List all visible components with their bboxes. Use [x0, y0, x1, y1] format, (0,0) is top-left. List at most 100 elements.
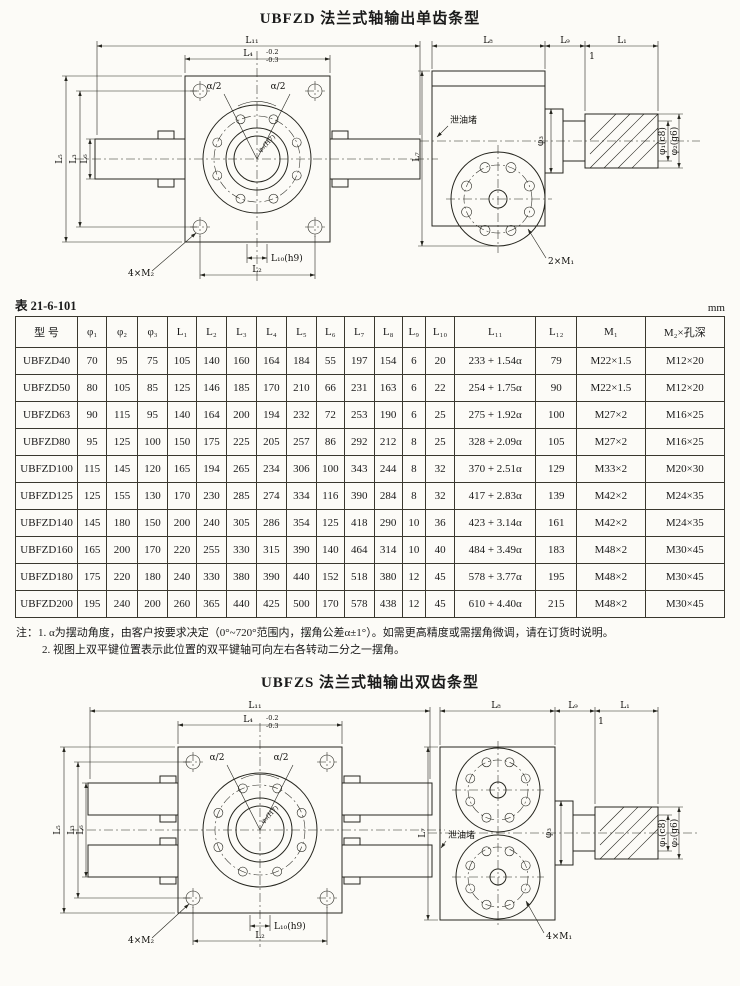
- note-line-1: 注：1. α为摆动角度，由客户按要求决定（0°~720°范围内，摆角公差α±1°…: [16, 627, 614, 639]
- dim-label-l4: L₄: [243, 715, 253, 725]
- value-cell: 194: [255, 401, 287, 429]
- value-cell: 330: [195, 563, 227, 591]
- column-header: 型 号: [14, 316, 79, 348]
- ubfzd-front-view: L₁₁ L₄ -0.2 -0.3 α/2 α/2 L₅ L₃ L₆ φ₃(H7)…: [55, 36, 438, 281]
- dim-label-l6: L₆: [76, 825, 86, 835]
- value-cell: 175: [195, 428, 227, 456]
- value-cell: 146: [195, 374, 227, 402]
- body-outline: [184, 75, 331, 243]
- value-cell: M33×2: [576, 455, 646, 483]
- value-cell: 22: [425, 374, 456, 402]
- ubfzs-drawing: L₁₁ L₄ -0.2 -0.3 α/2 α/2 L₅ L₃ L₆ φ₃(H7)…: [53, 701, 700, 948]
- value-cell: 160: [225, 347, 257, 375]
- value-cell: 390: [255, 563, 287, 591]
- value-cell: M42×2: [576, 509, 646, 537]
- value-cell: 80: [77, 374, 108, 402]
- ubfzs-front-view: L₁₁ L₄ -0.2 -0.3 α/2 α/2 L₅ L₃ L₆ φ₃(H7)…: [53, 701, 445, 948]
- value-cell: 231: [343, 374, 375, 402]
- value-cell: 100: [535, 401, 578, 429]
- dim-label-l7: L₇: [412, 152, 422, 162]
- value-cell: 140: [195, 347, 227, 375]
- value-cell: 105: [535, 428, 578, 456]
- value-cell: 170: [137, 536, 169, 564]
- value-cell: 215: [535, 590, 578, 618]
- column-header: L₈: [373, 316, 403, 348]
- column-header: M₂×孔深: [644, 316, 726, 348]
- value-cell: 210: [285, 374, 317, 402]
- value-cell: 183: [535, 536, 578, 564]
- column-header: L₇: [343, 316, 375, 348]
- value-cell: 195: [77, 590, 108, 618]
- value-cell: 55: [315, 347, 345, 375]
- value-cell: 95: [137, 401, 169, 429]
- value-cell: 170: [315, 590, 345, 618]
- tolerance-lower: -0.3: [266, 56, 279, 64]
- value-cell: 232: [285, 401, 317, 429]
- value-cell: 234: [255, 455, 287, 483]
- right-shaft: [330, 130, 421, 188]
- dim-label-l10: L₁₀(h9): [274, 921, 306, 932]
- tolerance-upper: -0.2: [266, 48, 279, 56]
- value-cell: 165: [77, 536, 108, 564]
- left-shafts: [87, 775, 178, 885]
- value-cell: 200: [137, 590, 169, 618]
- value-cell: 75: [137, 347, 169, 375]
- ubfzd-drawing: L₁₁ L₄ -0.2 -0.3 α/2 α/2 L₅ L₃ L₆ φ₃(H7)…: [55, 36, 700, 281]
- dim-label-l6: L₆: [80, 154, 90, 164]
- value-cell: 32: [425, 455, 456, 483]
- value-cell: 260: [167, 590, 197, 618]
- front-dimension-lines: [62, 41, 421, 279]
- angle-label-left: α/2: [210, 753, 225, 763]
- bolt-circle-centerline-bottom: [467, 846, 529, 908]
- value-cell: 150: [167, 428, 197, 456]
- column-header: φ₂: [106, 316, 139, 348]
- value-cell: 286: [255, 509, 287, 537]
- value-cell: 418: [343, 509, 375, 537]
- value-cell: 10: [401, 509, 427, 537]
- value-cell: 8: [401, 455, 427, 483]
- value-cell: 240: [106, 590, 139, 618]
- value-cell: 116: [315, 482, 345, 510]
- column-header: L₅: [285, 316, 317, 348]
- value-cell: 125: [315, 509, 345, 537]
- flange-bolt-circle: [461, 162, 535, 236]
- value-cell: 32: [425, 482, 456, 510]
- value-cell: 328 + 2.09α: [454, 428, 537, 456]
- notes: 注：1. α为摆动角度，由客户按要求决定（0°~720°范围内，摆角公差α±1°…: [16, 625, 724, 659]
- body-outline: [431, 70, 546, 247]
- value-cell: 145: [77, 509, 108, 537]
- value-cell: 274: [255, 482, 287, 510]
- front-view-labels: L₁₁ L₄ -0.2 -0.3 α/2 α/2 L₅ L₃ L₆ φ₃(H7)…: [55, 36, 303, 279]
- value-cell: 225: [225, 428, 257, 456]
- value-cell: 500: [285, 590, 317, 618]
- value-cell: 200: [167, 509, 197, 537]
- value-cell: 12: [401, 563, 427, 591]
- model-cell: UBFZD200: [14, 590, 79, 618]
- oil-plug-label: 泄油堵: [450, 114, 477, 126]
- dim-label-phi2: φ₂(g6): [669, 127, 680, 155]
- value-cell: 200: [106, 536, 139, 564]
- dim-label-l10: L₁₀(h9): [271, 253, 303, 264]
- dim-label-l4: L₄: [243, 49, 253, 59]
- value-cell: 275 + 1.92α: [454, 401, 537, 429]
- output-shaft: [544, 108, 659, 174]
- value-cell: 285: [225, 482, 257, 510]
- dim-label-l11: L₁₁: [245, 36, 258, 46]
- model-cell: UBFZD40: [14, 347, 79, 375]
- value-cell: 314: [373, 536, 403, 564]
- value-cell: 140: [167, 401, 197, 429]
- dim-label-l11: L₁₁: [248, 701, 261, 711]
- value-cell: 365: [195, 590, 227, 618]
- value-cell: 253: [343, 401, 375, 429]
- value-cell: 195: [535, 563, 578, 591]
- output-shaft: [554, 800, 659, 866]
- column-header: L₁₂: [535, 316, 578, 348]
- centerlines: [75, 51, 438, 281]
- dim-label-l5: L₅: [55, 154, 65, 164]
- value-cell: 438: [373, 590, 403, 618]
- value-cell: M12×20: [644, 374, 726, 402]
- value-cell: 180: [106, 509, 139, 537]
- value-cell: M48×2: [576, 590, 646, 618]
